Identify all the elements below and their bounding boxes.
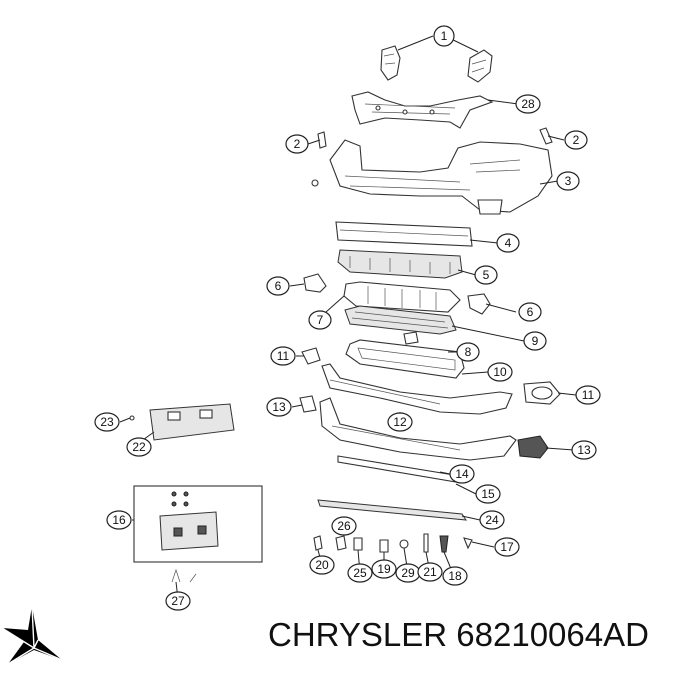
brand-name: CHRYSLER xyxy=(268,616,448,653)
callout: 14 xyxy=(449,464,475,484)
callout: 16 xyxy=(106,510,132,530)
bracket-6-right-part xyxy=(467,293,491,315)
svg-text:20: 20 xyxy=(315,558,329,572)
lower-fascia-part xyxy=(321,363,513,415)
svg-text:23: 23 xyxy=(100,415,114,429)
bracket-left-part xyxy=(380,45,401,81)
callout: 20 xyxy=(309,555,335,575)
license-bracket-part xyxy=(129,403,235,441)
upper-reinforcement-part xyxy=(351,91,494,129)
svg-text:3: 3 xyxy=(565,174,572,188)
svg-text:17: 17 xyxy=(500,540,514,554)
callout: 10 xyxy=(487,362,513,382)
callout: 18 xyxy=(442,566,468,586)
svg-text:5: 5 xyxy=(483,268,490,282)
svg-text:9: 9 xyxy=(532,334,539,348)
callout: 7 xyxy=(308,310,332,330)
svg-text:1: 1 xyxy=(441,29,448,43)
svg-text:27: 27 xyxy=(171,594,185,608)
callout: 13 xyxy=(571,440,597,460)
callout: 12 xyxy=(387,412,413,432)
svg-text:6: 6 xyxy=(527,305,534,319)
svg-text:16: 16 xyxy=(112,513,126,527)
svg-text:11: 11 xyxy=(582,388,595,402)
callout: 13 xyxy=(266,397,292,417)
callout: 1 xyxy=(433,25,455,47)
svg-text:19: 19 xyxy=(377,562,391,576)
svg-text:24: 24 xyxy=(485,513,499,527)
svg-text:2: 2 xyxy=(294,137,301,151)
callout: 22 xyxy=(126,437,152,457)
callout: 15 xyxy=(475,484,501,504)
svg-text:11: 11 xyxy=(277,349,290,363)
svg-text:25: 25 xyxy=(353,566,367,580)
callout: 6 xyxy=(518,302,542,322)
fog-bezel-right-part xyxy=(523,381,561,405)
clip-left-part xyxy=(317,131,327,149)
svg-text:21: 21 xyxy=(423,565,437,579)
trim-strip-14-part xyxy=(337,455,461,483)
svg-text:29: 29 xyxy=(401,566,415,580)
svg-text:13: 13 xyxy=(577,443,591,457)
callout: 25 xyxy=(347,563,373,583)
bracket-6-left-part xyxy=(303,273,327,293)
callout: 17 xyxy=(494,537,520,557)
fog-bezel-left-part xyxy=(301,347,321,365)
lower-valance-part xyxy=(319,397,517,461)
callout: 6 xyxy=(266,276,290,296)
svg-text:14: 14 xyxy=(455,467,469,481)
absorber-part xyxy=(337,249,463,279)
callout: 9 xyxy=(523,331,547,351)
callout: 5 xyxy=(474,265,498,285)
bumper-fascia-part xyxy=(311,139,553,215)
trim-strip-24-part xyxy=(317,499,467,521)
callout: 2 xyxy=(285,134,309,154)
callout: 2 xyxy=(564,130,588,150)
callout: 23 xyxy=(94,412,120,432)
part-caption: CHRYSLER 68210064AD xyxy=(268,616,698,666)
svg-text:6: 6 xyxy=(275,279,282,293)
callout: 11 xyxy=(270,346,296,366)
svg-text:7: 7 xyxy=(317,313,324,327)
cover-13-right-part xyxy=(517,435,549,459)
callout: 19 xyxy=(371,559,397,579)
svg-text:28: 28 xyxy=(521,97,535,111)
license-box-part xyxy=(133,485,263,563)
chrysler-pentastar-logo-icon xyxy=(1,605,63,665)
svg-text:4: 4 xyxy=(505,236,512,250)
callout: 24 xyxy=(479,510,505,530)
callout: 11 xyxy=(575,385,601,405)
impact-beam-part xyxy=(335,221,473,247)
callout: 27 xyxy=(165,591,191,611)
upper-grille-part xyxy=(343,281,461,313)
svg-text:15: 15 xyxy=(481,487,495,501)
bracket-right-part xyxy=(467,49,493,83)
callout: 8 xyxy=(456,342,480,362)
svg-text:2: 2 xyxy=(573,133,580,147)
lower-grille-part xyxy=(344,305,457,345)
callout: 4 xyxy=(496,233,520,253)
callout: 3 xyxy=(556,171,580,191)
callout: 21 xyxy=(417,562,443,582)
callout: 29 xyxy=(395,563,421,583)
cover-13-left-part xyxy=(299,395,317,413)
fasteners-part xyxy=(171,533,473,583)
svg-text:12: 12 xyxy=(393,415,407,429)
svg-text:26: 26 xyxy=(337,519,351,533)
trim-ring-part xyxy=(345,339,465,379)
svg-text:13: 13 xyxy=(272,400,286,414)
svg-text:22: 22 xyxy=(132,440,146,454)
callout: 28 xyxy=(515,94,541,114)
svg-text:10: 10 xyxy=(493,365,507,379)
svg-text:18: 18 xyxy=(448,569,462,583)
part-number: 68210064AD xyxy=(456,616,649,653)
callouts: 1 28 2 2 3 4 5 6 7 6 9 11 8 10 11 13 23 … xyxy=(94,25,601,611)
svg-text:8: 8 xyxy=(465,345,472,359)
callout: 26 xyxy=(331,516,357,536)
clip-right-part xyxy=(539,127,553,145)
